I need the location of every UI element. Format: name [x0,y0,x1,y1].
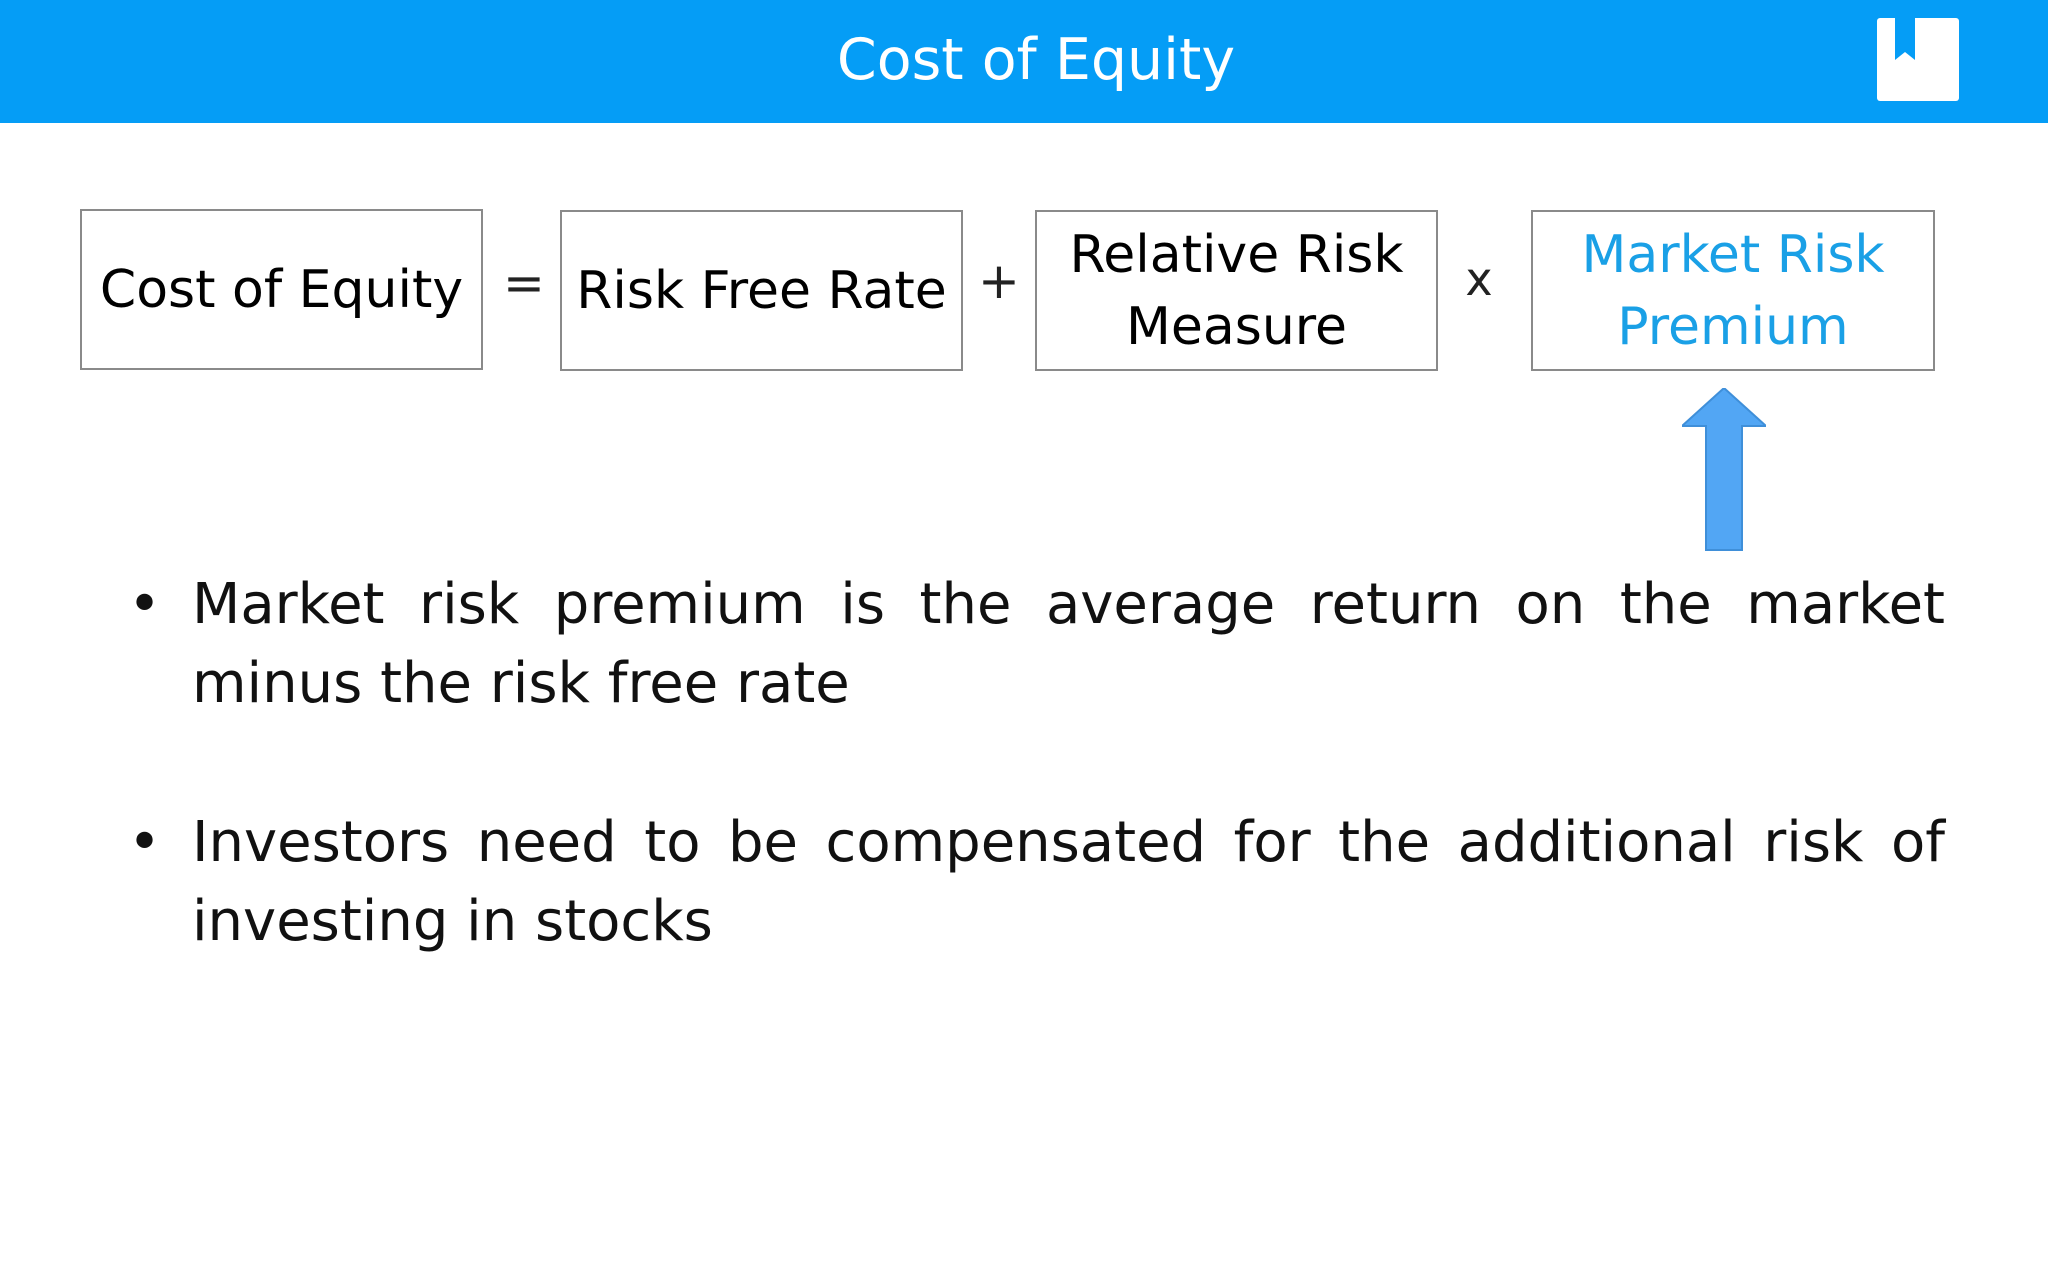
bullet-list: • Market risk premium is the average ret… [120,565,1945,1041]
bookmark-book-icon [1877,18,1959,101]
market-risk-premium-box: Market Risk Premium [1531,210,1935,371]
relative-risk-line2: Measure [1126,296,1347,357]
bullet-text: Market risk premium is the average retur… [192,572,1945,716]
cost-of-equity-label: Cost of Equity [99,259,464,320]
risk-free-rate-box: Risk Free Rate [560,210,963,371]
relative-risk-line1: Relative Risk [1069,224,1404,285]
cost-of-equity-box: Cost of Equity [80,209,483,370]
slide-title: Cost of Equity [836,27,1236,93]
bullet-item: • Investors need to be compensated for t… [120,803,1945,961]
bullet-dot: • [128,810,162,875]
header-bar: Cost of Equity [0,0,2048,123]
market-risk-line2: Premium [1617,296,1849,357]
bullet-text: Investors need to be compensated for the… [192,810,1945,954]
up-arrow-icon [1682,388,1766,551]
equals-sign: = [503,254,545,312]
market-risk-line1: Market Risk [1581,224,1885,285]
plus-sign: + [978,252,1020,310]
bullet-item: • Market risk premium is the average ret… [120,565,1945,723]
bullet-dot: • [128,572,162,637]
relative-risk-measure-box: Relative Risk Measure [1035,210,1438,371]
risk-free-rate-label: Risk Free Rate [576,260,947,321]
times-sign: x [1465,252,1493,306]
